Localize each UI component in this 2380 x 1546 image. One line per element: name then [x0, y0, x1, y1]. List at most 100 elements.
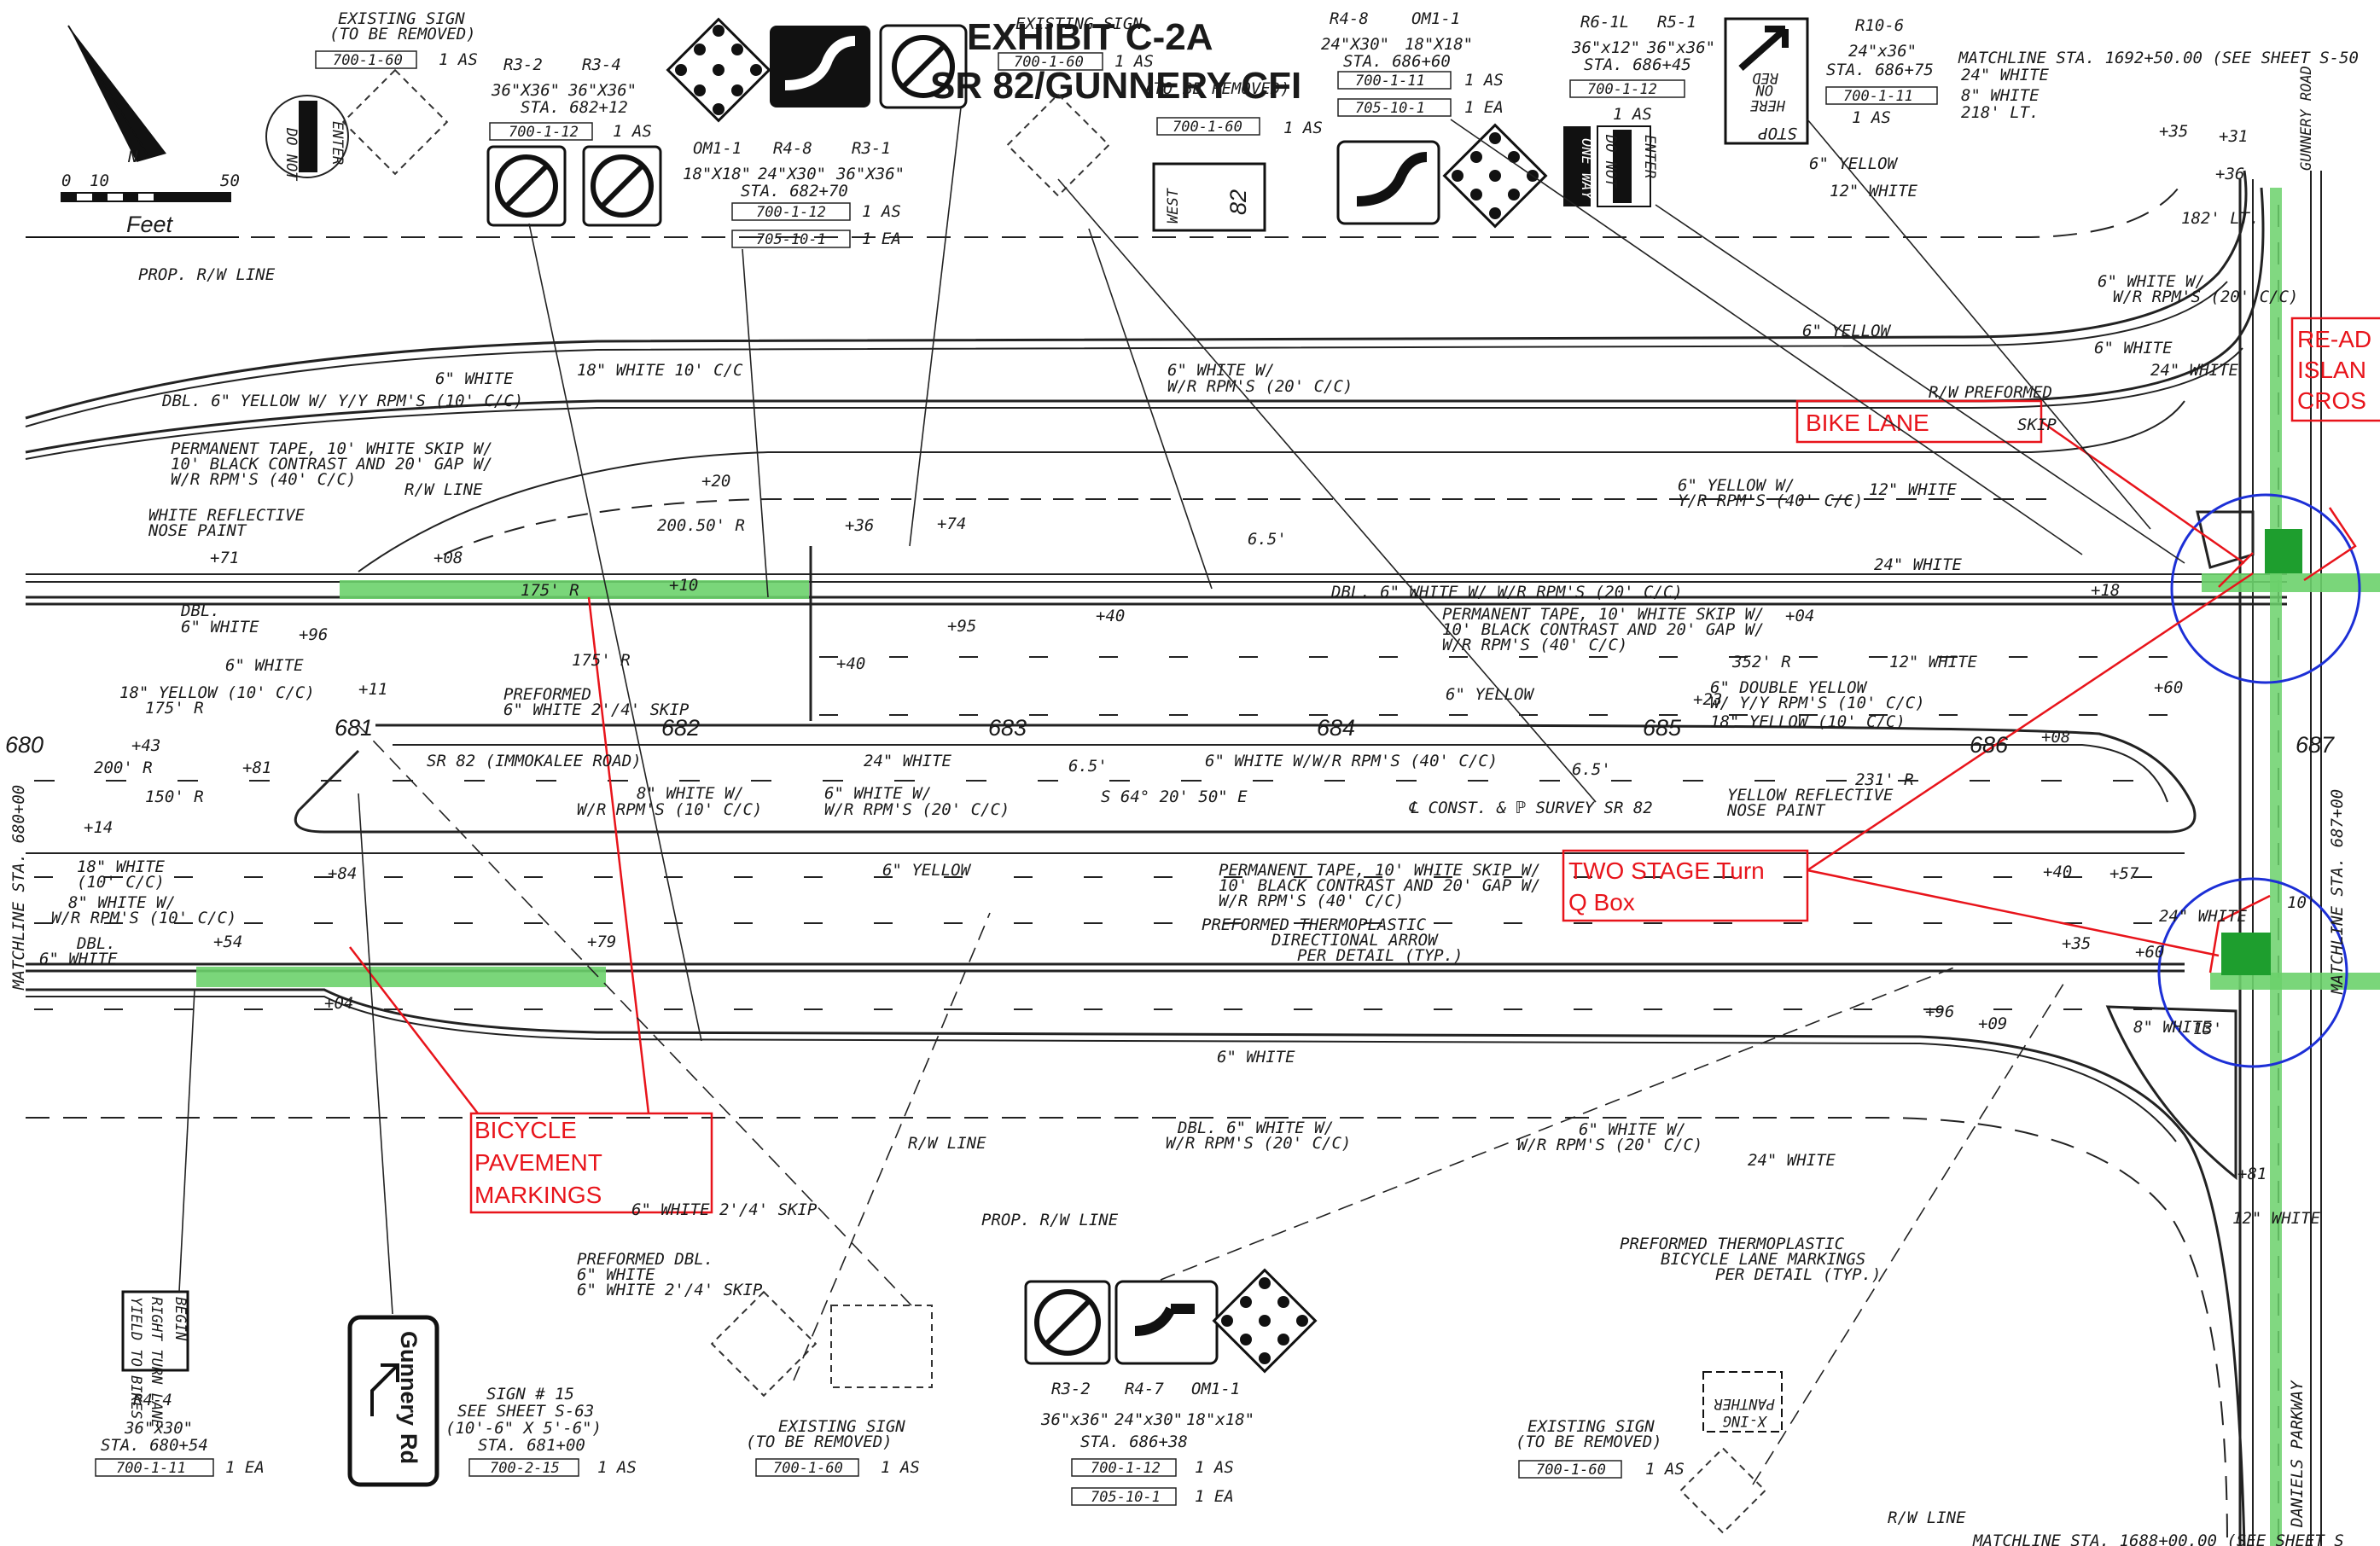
bicycle-markings-l1: BICYCLE — [474, 1117, 577, 1143]
note-r231: 231' R — [1855, 770, 1914, 789]
note-12-white-3: 12" WHITE — [1830, 182, 1918, 201]
station-684: 684 — [1317, 715, 1355, 741]
sign15-c: (10'-6" X 5'-6") — [445, 1419, 602, 1438]
sign-existing-b1-c: 700-1-60 — [773, 1460, 843, 1477]
sign-r44-c: STA. 680+54 — [101, 1436, 208, 1455]
note-24-white-2: 24" WHITE — [1874, 555, 1963, 574]
note-r150: 150' R — [145, 788, 204, 806]
note-perm-tape2-r: 10' BLACK CONTRAST AND 20' GAP W/ — [1442, 620, 1765, 639]
callout-circle-top — [2170, 493, 2361, 684]
sign-r32b-i: 1 AS — [1195, 1458, 1234, 1477]
sign-om1-h: 700-1-12 — [756, 204, 826, 221]
plus-18: +04 — [324, 994, 353, 1013]
bike-lane-markings — [196, 188, 2380, 1546]
sign-r44-a: R4-4 — [133, 1391, 172, 1409]
sign-existing-3-c: 700-1-60 — [1173, 119, 1242, 136]
note-pref-thermo-2: PREFORMED THERMOPLASTIC — [1620, 1235, 1845, 1253]
yield-text: YIELD TO BIKES — [127, 1297, 144, 1419]
bearing-label: S 64° 20' 50" E — [1101, 788, 1248, 806]
note-dbl6-low: 6" WHITE — [39, 950, 118, 968]
sign-om1-g: STA. 682+70 — [741, 182, 848, 201]
stop-text: STOP — [1758, 124, 1797, 142]
plus-31: +35 — [2159, 122, 2188, 141]
two-stage-box-bottom — [2221, 933, 2271, 975]
note-r200: 200' R — [94, 758, 153, 777]
note-dbl-low: DBL. — [76, 934, 116, 953]
sign-r32b-c: OM1-1 — [1191, 1380, 1240, 1398]
note-18-white-cc: 18" WHITE 10' C/C — [577, 361, 743, 380]
here-text: HERE — [1749, 96, 1786, 113]
panther-crossing-icon — [1702, 1371, 1783, 1433]
sign-r48-b: OM1-1 — [1411, 9, 1460, 28]
note-rw-line: R/W LINE — [404, 480, 483, 499]
existing-sign-icon-3 — [830, 1305, 933, 1388]
sign-existing-b1-b: (TO BE REMOVED) — [746, 1433, 893, 1451]
bicycle-markings-l3: MARKINGS — [474, 1182, 602, 1208]
west-text: WEST — [1165, 187, 1182, 224]
note-six-white-low: 6" WHITE — [1217, 1048, 1295, 1067]
sign-om1-d: 18"X18" — [683, 165, 751, 183]
sign-r44-d: 700-1-11 — [116, 1460, 186, 1477]
note-18-white: 18" WHITE — [77, 857, 166, 876]
note-skip: SKIP — [2017, 416, 2057, 434]
note-18-yellow-2: 18" YELLOW (10' C/C) — [1710, 712, 1906, 731]
note-dim-6-5-c: 6.5' — [1572, 760, 1611, 779]
note-6-dbl-yellow: 6" DOUBLE YELLOW — [1710, 678, 1868, 697]
scale-tick-0: 0 — [61, 171, 71, 190]
scale-tick-50: 50 — [220, 171, 240, 190]
exhibit-title: EXHIBIT C-2A — [967, 16, 1213, 58]
note-lt182: 182' LT. — [2181, 209, 2260, 228]
sign-r32b-k: 1 EA — [1195, 1487, 1234, 1506]
matchline-top: MATCHLINE STA. 1692+50.00 (SEE SHEET S-5… — [1958, 49, 2359, 67]
note-six-white-w-right: 6" WHITE W/ — [2098, 272, 2205, 291]
dne-text-2: ENTER — [329, 121, 346, 165]
sign-r3-d: 36"X36" — [567, 81, 637, 100]
dne2-text-2: ENTER — [1641, 135, 1658, 178]
note-dbl-six-white: DBL. 6" WHITE W/ — [1177, 1119, 1334, 1137]
note-prop-rw-bottom: PROP. R/W LINE — [981, 1211, 1119, 1229]
sign-existing-b2-b: (TO BE REMOVED) — [1516, 1433, 1662, 1451]
note-24-white-low: 24" WHITE — [1748, 1151, 1836, 1170]
plus-17: +79 — [587, 933, 616, 951]
sign-om1-b: R4-8 — [773, 139, 812, 158]
pavement-notes: PROP. R/W LINE DBL. 6" YELLOW W/ Y/Y RPM… — [39, 66, 2321, 1527]
plus-7: +96 — [299, 625, 328, 644]
sign-r48-a: R4-8 — [1330, 9, 1369, 28]
sign-r6-e: STA. 686+45 — [1584, 55, 1691, 74]
sign-r6-d: 36"x36" — [1646, 38, 1715, 57]
station-685: 685 — [1643, 715, 1682, 741]
existing-diamond-icon-3 — [710, 1290, 818, 1398]
panther-text: PANTHER — [1714, 1395, 1775, 1412]
scale-tick-10: 10 — [90, 171, 109, 190]
sign-existing-b2-c: 700-1-60 — [1536, 1462, 1606, 1479]
leader-lines — [178, 107, 2185, 1485]
do-not-enter-icon-2 — [1597, 125, 1651, 207]
plus-20: +04 — [1785, 607, 1814, 625]
sign-r32b-h: 700-1-12 — [1091, 1460, 1161, 1477]
note-pref-dbl: PREFORMED DBL. — [577, 1250, 713, 1269]
scale-unit: Feet — [126, 212, 174, 237]
note-pref-skip-3: 6" WHITE 2'/4' SKIP — [577, 1281, 763, 1299]
lane-shift-icon-2 — [1336, 140, 1440, 225]
plus-22: +60 — [2154, 678, 2183, 697]
plus-11: +43 — [131, 736, 160, 755]
sign-r6-c: 36"x12" — [1571, 38, 1640, 57]
note-18-yellow: 18" YELLOW (10' C/C) — [119, 683, 315, 702]
north-label: N — [127, 148, 138, 166]
note-10cc: (10' C/C) — [77, 873, 165, 892]
plus-stations: +71 +08 +20 +36 +74 +10 +96 +95 +40 +40 … — [84, 122, 2267, 1183]
note-dir-arrow: DIRECTIONAL ARROW — [1271, 931, 1439, 950]
sign-r32b-j: 705-10-1 — [1091, 1489, 1161, 1506]
xing-text: X-ING — [1723, 1412, 1768, 1429]
plus-30: +81 — [2237, 1165, 2267, 1183]
note-24-white-low2: 24" WHITE — [2159, 907, 2248, 926]
note-perm-tape-r: PERMANENT TAPE, 10' WHITE SKIP W/ — [1442, 605, 1765, 624]
sign-existing-1-d: 1 AS — [439, 50, 478, 69]
plus-10: +40 — [836, 654, 865, 673]
bike-lane-callout: BIKE LANE — [1806, 410, 1929, 436]
sign-om1-j: 705-10-1 — [756, 231, 826, 248]
sign-r32b-a: R3-2 — [1051, 1380, 1091, 1398]
centerline-label: ℄ CONST. & ℙ SURVEY SR 82 — [1408, 799, 1653, 817]
sign15-b: SEE SHEET S-63 — [457, 1402, 594, 1421]
sign-r48-e: STA. 686+60 — [1343, 52, 1451, 71]
